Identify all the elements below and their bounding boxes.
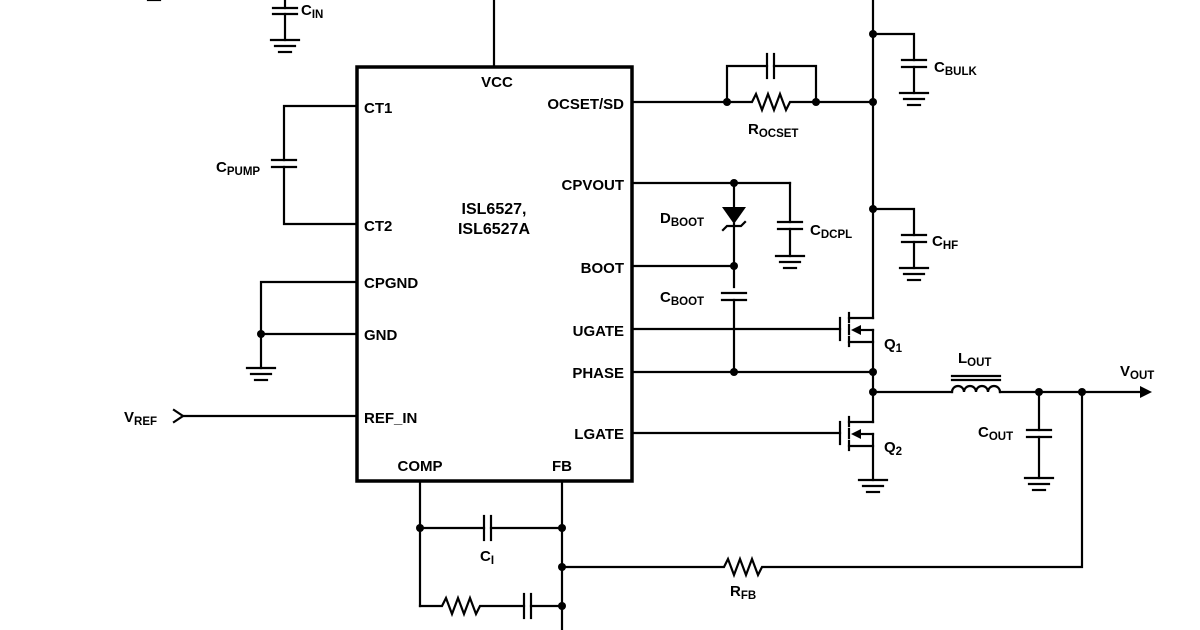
ic-chip: ISL6527, ISL6527A VCC CT1 CT2 CPGND GND … xyxy=(355,65,634,483)
cbulk-label: CBULK xyxy=(934,59,977,78)
pin-ct2: CT2 xyxy=(364,218,392,235)
lout-label: LOUT xyxy=(958,350,991,369)
chip-name-line1: ISL6527, xyxy=(462,201,527,218)
pin-phase: PHASE xyxy=(572,365,624,382)
cpump-label: CPUMP xyxy=(216,159,260,178)
vref-label: VREF xyxy=(124,409,157,428)
gnd-network xyxy=(245,280,359,382)
vout-arrow xyxy=(1140,386,1152,398)
rfb-resistor xyxy=(560,390,1084,579)
chf-label: CHF xyxy=(932,233,958,252)
ocset-network: ROCSET xyxy=(630,52,875,140)
cboot-label: CBOOT xyxy=(660,289,704,308)
pin-comp: COMP xyxy=(398,458,443,475)
ground-symbol-chip xyxy=(245,366,277,382)
pin-ref-in: REF_IN xyxy=(364,410,417,427)
cin-capacitor: CIN xyxy=(269,0,323,54)
vout-label: VOUT xyxy=(1120,363,1154,382)
rfb-label: RFB xyxy=(730,583,756,602)
ground-symbol-q2 xyxy=(857,478,889,494)
cout-label: COUT xyxy=(978,424,1013,443)
output-network: LOUT VOUT COUT xyxy=(871,350,1154,492)
rocset-label: ROCSET xyxy=(748,121,798,140)
pin-gnd: GND xyxy=(364,327,398,344)
q1-label: Q1 xyxy=(884,336,903,355)
q1-mosfet: Q1 xyxy=(838,311,903,374)
cpump-capacitor: CPUMP xyxy=(216,104,359,226)
ground-symbol-chf xyxy=(898,266,930,282)
cin-label: CIN xyxy=(301,2,323,21)
ground-symbol-cout xyxy=(1023,476,1055,492)
feedback-network: CI RFB xyxy=(416,390,1084,630)
pin-ugate: UGATE xyxy=(573,323,624,340)
chip-name-line2: ISL6527A xyxy=(458,221,530,238)
pin-cpgnd: CPGND xyxy=(364,275,418,292)
pin-lgate: LGATE xyxy=(574,426,624,443)
chf-capacitor: CHF xyxy=(871,207,958,282)
lout-inductor xyxy=(950,384,1002,394)
ground-symbol-cin xyxy=(269,38,301,54)
cpvout-network: DBOOT CDCPL xyxy=(630,179,852,289)
pin-vcc: VCC xyxy=(481,74,513,91)
dboot-label: DBOOT xyxy=(660,210,704,229)
pin-ct1: CT1 xyxy=(364,100,392,117)
chip-body xyxy=(355,65,634,483)
cdcpl-label: CDCPL xyxy=(810,222,852,241)
boot-network: CBOOT xyxy=(630,262,748,374)
ci-label: CI xyxy=(480,548,494,567)
ground-symbol-cbulk xyxy=(898,91,930,107)
vref-input: VREF xyxy=(124,408,359,428)
dboot-diode xyxy=(721,207,747,289)
cbulk-capacitor: CBULK xyxy=(871,32,977,107)
rocset-resistor xyxy=(725,90,818,114)
pin-ocset: OCSET/SD xyxy=(547,96,624,113)
pin-cpvout: CPVOUT xyxy=(561,177,624,194)
pin-fb: FB xyxy=(552,458,572,475)
pin-boot: BOOT xyxy=(581,260,624,277)
q2-mosfet: Q2 xyxy=(838,415,902,494)
q2-label: Q2 xyxy=(884,439,902,458)
ground-symbol-cdcpl xyxy=(774,254,806,270)
